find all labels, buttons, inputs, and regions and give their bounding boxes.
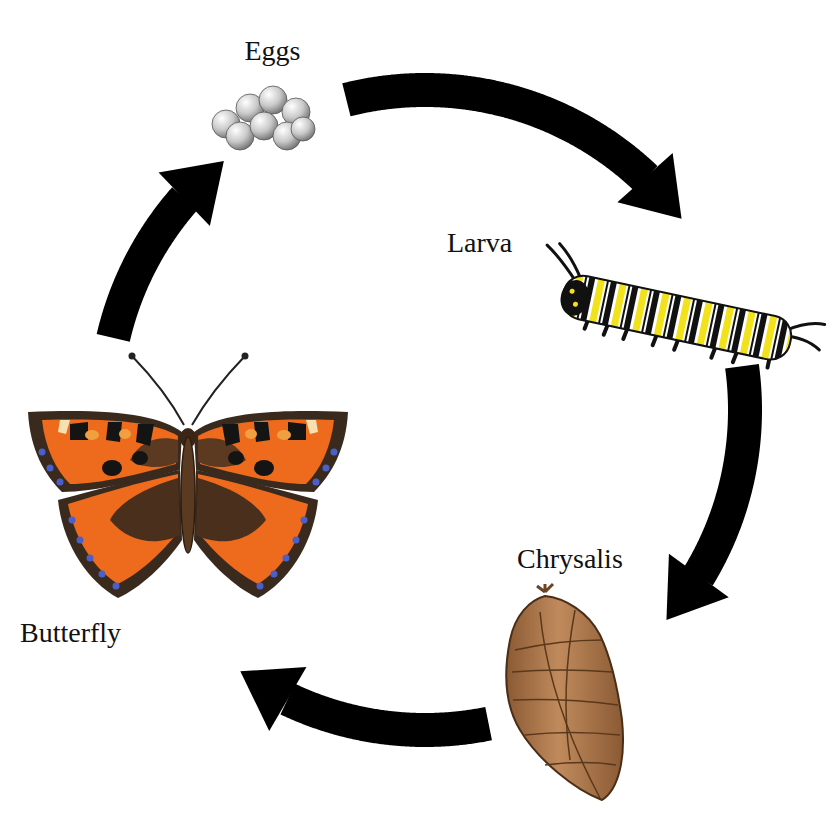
stage-label: Larva <box>447 227 515 259</box>
egg-cluster <box>212 86 315 150</box>
arrow-head <box>666 554 728 620</box>
stage-node: Eggs <box>205 35 340 155</box>
arrow-shaft <box>288 699 489 730</box>
cycle-arrow <box>113 161 224 338</box>
arrow-head <box>240 667 306 731</box>
cycle-arrow <box>240 667 488 731</box>
butterfly-illustration <box>28 353 348 599</box>
stage-label: Chrysalis <box>517 543 625 575</box>
arrow-head <box>159 161 224 226</box>
cycle-arrow <box>346 90 681 219</box>
stage-node: Larva <box>440 225 820 360</box>
arrow-shaft <box>113 198 185 337</box>
chrysalis-illustration <box>506 584 623 800</box>
arrow-shaft <box>698 366 745 576</box>
caterpillar <box>531 241 829 379</box>
stage-label: Eggs <box>245 35 303 67</box>
arrow-head <box>617 153 681 219</box>
stage-node: Chrysalis <box>495 540 660 805</box>
stage-node: Butterfly <box>15 345 360 665</box>
stage-label: Butterfly <box>20 617 124 649</box>
arrow-shaft <box>346 90 645 178</box>
cycle-arrow <box>666 366 745 620</box>
